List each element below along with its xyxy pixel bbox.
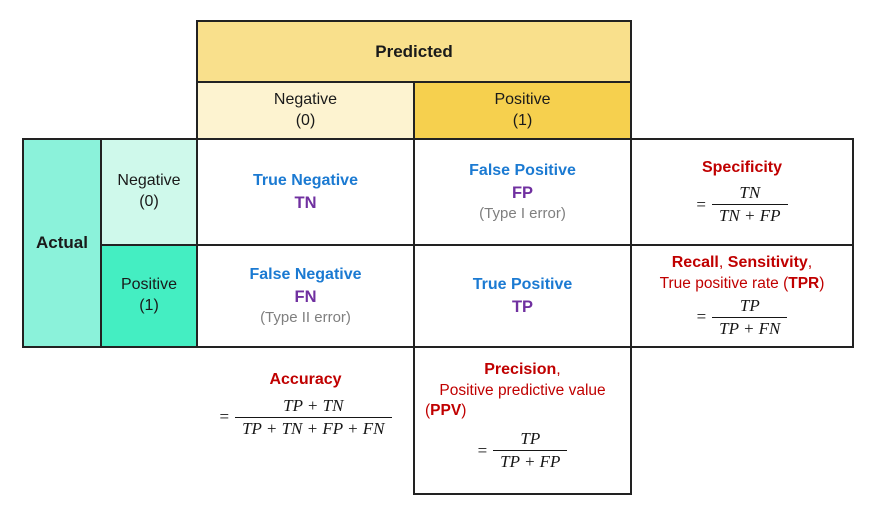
actual-negative-label: Negative [117,172,181,190]
tp-abbr: TP [511,297,534,316]
precision-numerator: TP [520,429,541,449]
fn-title: False Negative [249,266,362,284]
ppv-suffix: ) [461,401,467,419]
recall-label: Recall [671,254,719,272]
fp-abbr: FP [511,183,534,202]
recall-numerator: TP [739,295,760,315]
precision-formula: = TP TP + FP [478,429,568,472]
accuracy-denominator: TP + TN + FP + FN [235,416,392,439]
predicted-positive-label: Positive [494,90,551,108]
cell-true-negative: True Negative TN [196,138,415,246]
recall-formula: = TP TP + FN [697,296,788,339]
ppv-fullname-line: Positive predictive value [439,381,606,399]
recall-fraction: TP TP + FN [712,295,788,339]
cell-true-positive: True Positive TP [413,244,632,348]
fp-title: False Positive [469,162,576,180]
precision-title-line: Precision, [484,360,560,381]
accuracy-fraction: TP + TN TP + TN + FP + FN [235,395,392,439]
tp-title: True Positive [472,276,573,294]
accuracy-title: Accuracy [269,371,342,388]
specificity-fraction: TN TN + FP [712,183,788,226]
actual-negative-cell: Negative (0) [100,138,198,246]
actual-positive-sub: (1) [139,297,159,314]
tn-title: True Negative [253,172,358,190]
predicted-positive-cell: Positive (1) [413,81,632,140]
predicted-title: Predicted [375,41,453,61]
actual-positive-cell: Positive (1) [100,244,198,348]
tpr-abbr: TPR [788,274,820,292]
cell-false-negative: False Negative FN (Type II error) [196,244,415,348]
precision-box: Precision, Positive predictive value (PP… [413,346,632,495]
predicted-header-cell: Predicted [196,20,632,83]
specificity-denominator: TN + FP [712,204,788,226]
equals-sign: = [219,407,230,427]
predicted-negative-cell: Negative (0) [196,81,415,140]
predicted-negative-label: Negative [273,90,338,108]
predicted-positive-sub: (1) [512,111,533,129]
sensitivity-separator: , [807,254,813,272]
tn-abbr: TN [294,193,317,212]
actual-positive-label: Positive [120,276,178,294]
cell-false-positive: False Positive FP (Type I error) [413,138,632,246]
equals-sign: = [696,194,707,214]
specificity-numerator: TN [739,183,761,203]
ppv-prefix: ( [425,401,431,419]
equals-sign: = [696,307,707,327]
specificity-box: Specificity = TN TN + FP [630,138,854,246]
actual-header-cell: Actual [22,138,102,348]
specificity-formula: = TN TN + FP [696,183,788,226]
accuracy-formula: = TP + TN TP + TN + FP + FN [219,395,392,439]
actual-title: Actual [36,233,88,252]
tpr-line: True positive rate (TPR) [660,274,825,294]
fn-abbr: FN [294,287,317,306]
specificity-title: Specificity [701,158,783,176]
precision-separator: , [556,361,561,378]
recall-separator: , [718,254,728,272]
recall-box: Recall, Sensitivity, True positive rate … [630,244,854,348]
predicted-negative-sub: (0) [295,111,316,129]
equals-sign: = [477,440,488,460]
recall-title-line: Recall, Sensitivity, [672,253,813,274]
ppv-abbr-line: (PPV) [415,401,630,421]
fn-note: (Type II error) [260,309,351,327]
sensitivity-label: Sensitivity [727,254,808,272]
precision-denominator: TP + FP [493,450,568,472]
accuracy-numerator: TP + TN [283,395,344,415]
accuracy-block: Accuracy = TP + TN TP + TN + FP + FN [196,370,415,480]
ppv-abbr: PPV [430,401,462,419]
precision-label: Precision [484,361,557,378]
fp-note: (Type I error) [479,205,566,223]
tpr-suffix: ) [819,274,825,292]
recall-denominator: TP + FN [712,316,788,339]
actual-negative-sub: (0) [139,193,159,210]
tpr-prefix: True positive rate ( [659,274,789,292]
precision-fraction: TP TP + FP [493,429,568,472]
